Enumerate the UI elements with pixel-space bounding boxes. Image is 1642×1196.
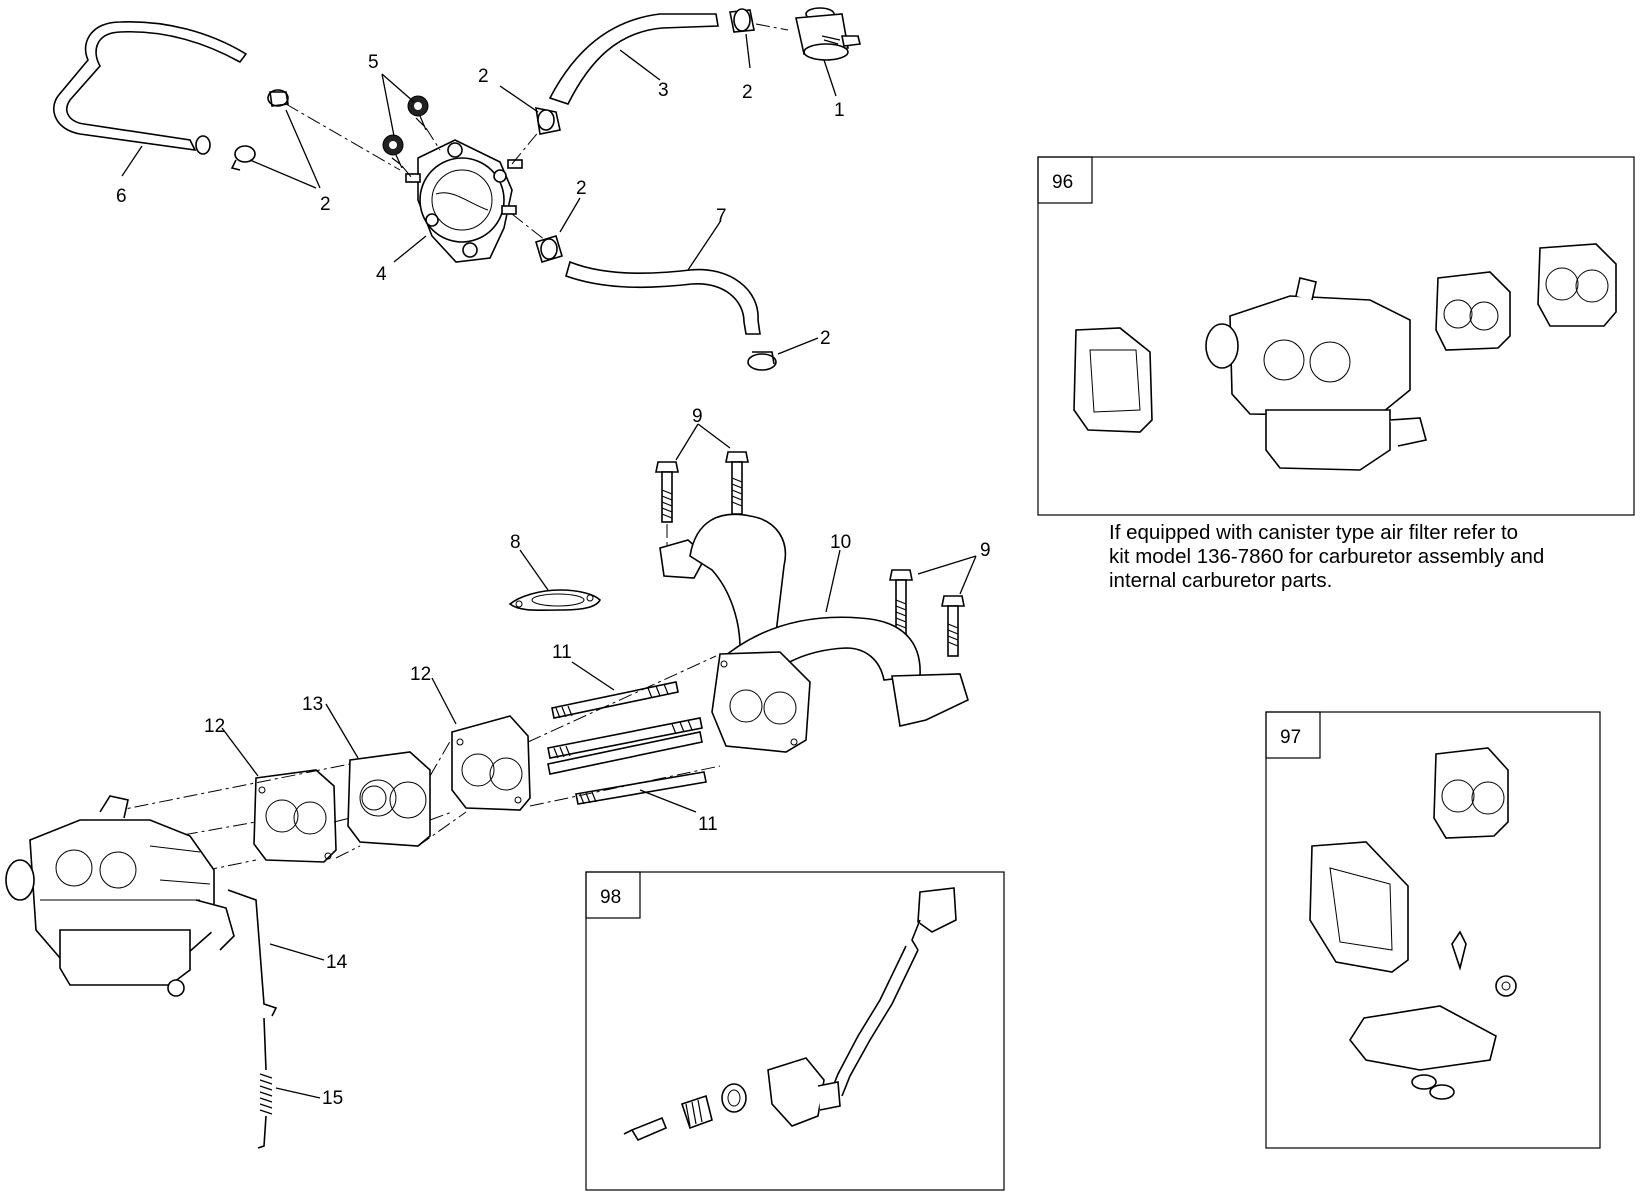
alignment-line-stack-2	[109, 765, 721, 849]
callout-2: 2	[820, 328, 831, 349]
fuel-hose-3	[548, 13, 719, 105]
callout-12: 12	[204, 716, 225, 737]
intake-manifold-10	[659, 513, 969, 753]
callout-2: 2	[742, 82, 753, 103]
hose-clamp-7b	[747, 351, 777, 371]
fuel-hose-7	[565, 260, 761, 335]
stud-11b	[547, 717, 703, 759]
callout-12: 12	[410, 664, 431, 685]
bolt-9c	[889, 569, 913, 637]
choke-linkage-14	[227, 889, 278, 1017]
hose-clamp-3	[535, 106, 561, 135]
hose-clamp-7a	[535, 235, 563, 263]
fuel-hose-6	[53, 20, 248, 155]
carburetor-kit-note: If equipped with canister type air filte…	[1109, 521, 1629, 593]
fuel-filter-1	[795, 7, 861, 61]
screw-5a	[407, 95, 429, 131]
alignment-line-screws	[401, 127, 441, 179]
callout-11: 11	[552, 642, 572, 663]
alignment-line-stack-1	[109, 655, 717, 813]
stud-11d	[575, 771, 707, 805]
kit-number-97: 97	[1280, 727, 1301, 748]
leader-lines	[121, 33, 977, 1099]
hose-clamp-filter	[729, 8, 755, 33]
alignment-line-filter	[755, 23, 789, 31]
callout-10: 10	[830, 532, 851, 553]
screw-5b	[382, 134, 404, 169]
stud-11c	[547, 731, 703, 775]
callout-5: 5	[368, 52, 379, 73]
callout-11: 11	[698, 814, 718, 835]
hose-clamp-6b	[230, 145, 256, 171]
alignment-line-stack-3	[129, 811, 467, 887]
gasket-12-lower	[253, 769, 337, 863]
kit-box-97: 97	[1265, 711, 1601, 1149]
callout-14: 14	[326, 952, 348, 973]
bolt-9a	[655, 461, 679, 523]
callout-9: 9	[980, 540, 991, 561]
callout-2: 2	[320, 194, 331, 215]
kit-number-96: 96	[1052, 172, 1073, 193]
note-line-1: If equipped with canister type air filte…	[1109, 521, 1519, 544]
kit-number-98: 98	[600, 887, 621, 908]
callout-9: 9	[692, 406, 703, 427]
callout-15: 15	[322, 1088, 343, 1109]
carburetor-assembly	[5, 795, 235, 997]
gasket-12-upper	[451, 715, 531, 811]
stud-11a	[551, 681, 679, 719]
kit-box-98: 98	[585, 871, 1005, 1191]
note-line-2: kit model 136-7860 for carburetor assemb…	[1109, 545, 1545, 568]
gasket-8	[508, 589, 601, 612]
spacer-13	[347, 751, 431, 847]
callout-13: 13	[302, 694, 323, 715]
callout-8: 8	[510, 532, 521, 553]
callout-2: 2	[478, 66, 489, 87]
alignment-line-pump-outlet	[511, 129, 541, 165]
callout-4: 4	[376, 264, 387, 285]
bolt-9b	[725, 451, 749, 515]
kit-box-96: 96	[1037, 156, 1635, 516]
alignment-line-pump-inlet	[285, 103, 401, 171]
callout-6: 6	[116, 186, 127, 207]
note-line-3: internal carburetor parts.	[1109, 569, 1333, 592]
callout-2: 2	[576, 178, 587, 199]
hose-clamp-6a	[267, 89, 289, 107]
callout-3: 3	[658, 80, 669, 101]
callout-numbers: 1 2 2 2 2 2 3 4 5 6 7 8 9 9 10 11 11 12 …	[116, 52, 991, 1109]
callout-1: 1	[834, 100, 845, 121]
callout-7: 7	[716, 206, 727, 227]
alignment-line-pump-lower	[511, 213, 546, 241]
bolt-9d	[941, 595, 965, 657]
spring-15	[257, 1017, 273, 1149]
fuel-pump-4	[405, 139, 523, 263]
